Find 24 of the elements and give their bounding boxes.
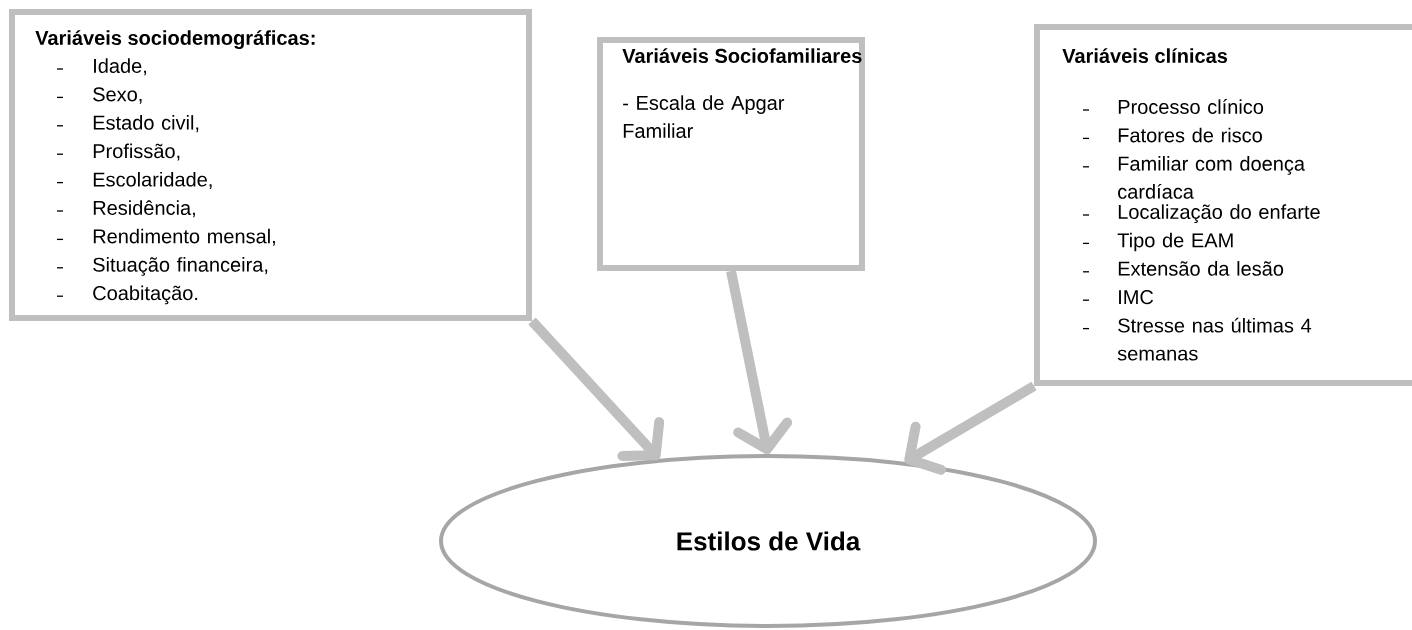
list-item: Rendimento mensal, (93, 228, 275, 246)
list-item: Stresse nas últimas 4 semanas (1117, 317, 1312, 361)
list-item: IMC (1119, 290, 1154, 305)
list-item: Extensão da lesão (1118, 261, 1284, 276)
list-item: Familiar com doença cardíaca (1118, 156, 1305, 199)
list-item: Fatores de risco (1118, 127, 1262, 143)
box-heading: Variáveis clínicas (1062, 48, 1228, 63)
box-heading: Variáveis sociodemográficas: (35, 30, 315, 50)
list-item: Idade, (94, 58, 146, 76)
list-item: - Escala de Apgar Familiar (623, 95, 785, 138)
arrow (726, 270, 793, 455)
list-item: Sexo, (93, 87, 142, 104)
list-item: Residência, (93, 200, 195, 218)
arrow (528, 317, 665, 461)
list-item: Coabitação. (93, 285, 198, 305)
list-item: Situação financeira, (93, 257, 268, 276)
list-item: Estado civil, (93, 115, 199, 133)
arrow (904, 381, 1037, 475)
list-item: Profissão, (93, 143, 180, 161)
list-item: Tipo de EAM (1117, 232, 1233, 252)
list-item: Localização do enfarte (1118, 204, 1320, 224)
list-item: Escolaridade, (93, 171, 212, 189)
box-heading: Variáveis Sociofamiliares (622, 48, 862, 63)
list-item: Processo clínico (1118, 99, 1264, 114)
